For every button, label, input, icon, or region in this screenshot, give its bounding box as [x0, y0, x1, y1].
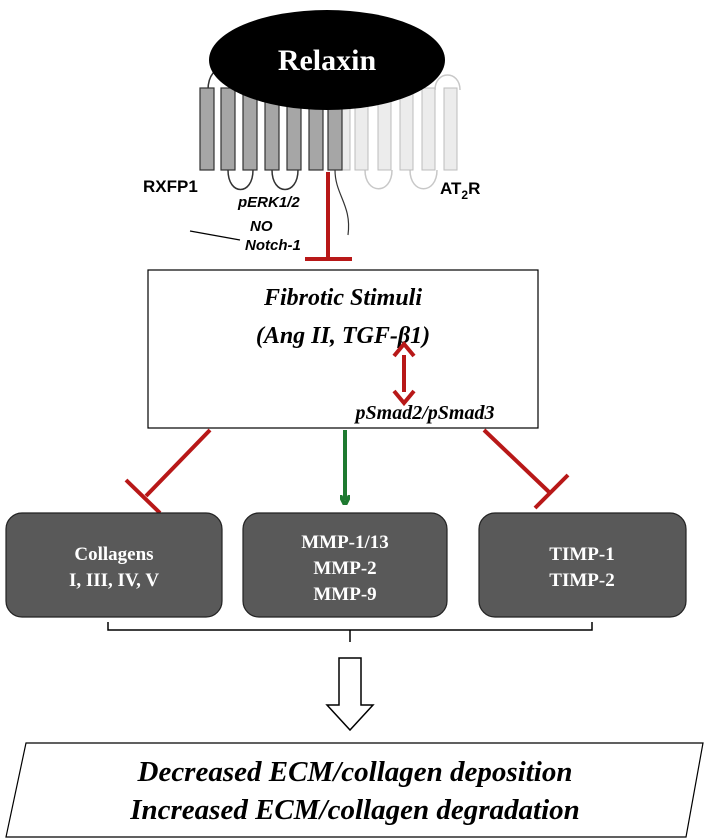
fibrotic-title: Fibrotic Stimuli [263, 285, 422, 311]
mmp-line-1: MMP-1/13 [301, 532, 389, 553]
notch-label: Notch-1 [245, 237, 301, 254]
mmp-box: MMP-1/13 MMP-2 MMP-9 [242, 512, 448, 618]
outcome-line-1: Decreased ECM/collagen deposition [137, 756, 573, 788]
grouping-bracket [107, 622, 593, 642]
timp-box: TIMP-1 TIMP-2 [478, 512, 687, 618]
inhibit-timp-arrow [482, 428, 570, 510]
fibrotic-stimuli-box [147, 269, 539, 429]
relaxin-label: Relaxin [278, 44, 377, 77]
fibrotic-subtitle: (Ang II, TGF-β1) [256, 323, 430, 349]
collagens-line-1: Collagens [74, 544, 153, 565]
at2r-label: AT2R [440, 179, 480, 202]
mmp-line-2: MMP-2 [313, 558, 376, 579]
hollow-down-arrow [325, 657, 375, 732]
bidirectional-arrow [392, 340, 416, 407]
inhibit-collagens-arrow [124, 428, 212, 515]
rxfp1-label: RXFP1 [143, 177, 198, 196]
outcome-box [5, 742, 704, 838]
psmad-label: pSmad2/pSmad3 [354, 402, 495, 424]
collagens-box: Collagens I, III, IV, V [5, 512, 223, 618]
mmp-line-3: MMP-9 [313, 584, 376, 605]
timp-line-2: TIMP-2 [549, 570, 614, 591]
relaxin-ligand [209, 10, 445, 110]
no-label: NO [250, 218, 273, 235]
outcome-line-2: Increased ECM/collagen degradation [129, 794, 580, 826]
collagens-line-2: I, III, IV, V [69, 570, 159, 591]
timp-line-1: TIMP-1 [549, 544, 614, 565]
perk-label: pERK1/2 [237, 194, 300, 211]
no-pointer-line [189, 230, 241, 241]
